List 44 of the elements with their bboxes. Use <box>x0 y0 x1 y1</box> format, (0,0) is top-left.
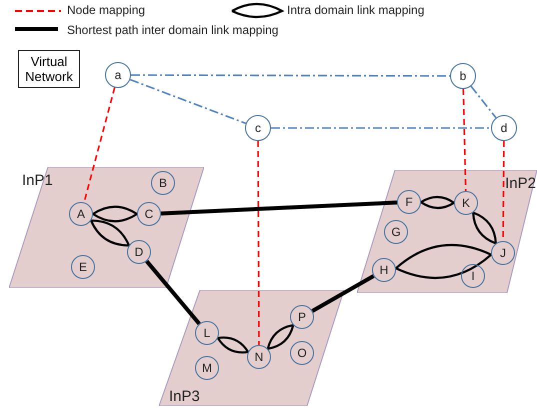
domain-label: InP1 <box>22 172 53 189</box>
lens-link <box>92 206 138 222</box>
network-node-circle: G <box>384 220 408 244</box>
network-node-circle: O <box>290 341 314 365</box>
dashed-link <box>470 86 497 118</box>
network-node-circle: L <box>195 321 219 345</box>
thick-link <box>145 260 201 326</box>
domain-label: InP2 <box>505 175 536 192</box>
dashed-link <box>257 141 260 345</box>
network-node-circle: b <box>450 63 476 89</box>
network-node-circle: a <box>105 62 131 88</box>
network-node-circle: F <box>397 190 421 214</box>
network-node-circle: P <box>290 305 314 329</box>
domain-label: InP3 <box>169 388 200 405</box>
network-node-circle: M <box>195 356 219 380</box>
lens-link <box>394 244 492 280</box>
network-node-circle: E <box>71 255 95 279</box>
dashed-link <box>271 127 491 129</box>
dashed-link <box>83 87 116 203</box>
lens-link <box>90 219 130 247</box>
lens-link <box>266 324 294 350</box>
legend-text: Intra domain link mapping <box>287 3 424 17</box>
label-box: Virtual Network <box>18 50 80 88</box>
network-node-circle: d <box>491 115 517 141</box>
dashed-link <box>462 88 467 192</box>
network-node-circle: c <box>245 115 271 141</box>
network-node-circle: N <box>247 345 271 369</box>
legend-text: Shortest path inter domain link mapping <box>67 23 278 37</box>
dashed-link <box>131 74 450 77</box>
lens-link <box>472 212 497 244</box>
network-node-circle: K <box>454 191 478 215</box>
network-node-circle: J <box>491 241 515 265</box>
dashed-link <box>130 78 246 124</box>
thick-link <box>311 274 375 313</box>
network-node-circle: H <box>372 258 396 282</box>
legend-text: Node mapping <box>67 3 146 17</box>
network-node-circle: I <box>461 264 485 288</box>
network-node-circle: A <box>69 202 93 226</box>
network-node-circle: D <box>127 240 151 264</box>
lens-link <box>216 336 250 354</box>
network-node-circle: B <box>151 171 175 195</box>
thick-link <box>160 200 398 216</box>
network-node-circle: C <box>137 202 161 226</box>
lens-link <box>420 196 456 210</box>
